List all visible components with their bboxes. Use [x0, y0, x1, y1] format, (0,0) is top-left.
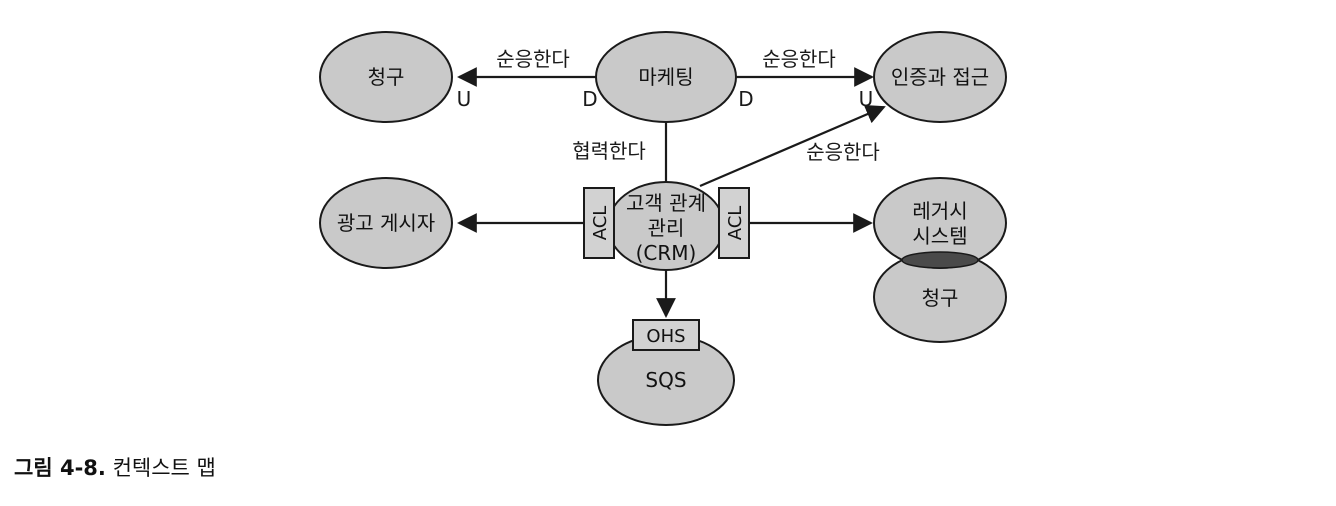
svg-text:청구: 청구: [922, 286, 959, 310]
svg-text:SQS: SQS: [645, 368, 686, 392]
svg-text:OHS: OHS: [646, 326, 685, 347]
svg-text:ACL: ACL: [725, 206, 746, 241]
figure-title: 컨텍스트 맵: [112, 456, 216, 480]
acl-left-box: ACL: [583, 187, 615, 259]
svg-text:인증과 접근: 인증과 접근: [891, 65, 989, 89]
label-partnership: 협력한다: [572, 139, 646, 163]
svg-text:시스템: 시스템: [912, 224, 967, 248]
ohs-box: OHS: [632, 319, 700, 351]
label-upstream-left: U: [457, 87, 472, 111]
label-upstream-right: U: [859, 87, 874, 111]
node-crm: 고객 관계 관리 (CRM): [607, 181, 725, 271]
svg-text:관리: 관리: [648, 216, 685, 240]
svg-text:청구: 청구: [368, 65, 405, 89]
svg-text:광고 게시자: 광고 게시자: [337, 211, 435, 235]
label-downstream-left: D: [582, 87, 597, 111]
edge-crm-to-auth: [699, 104, 886, 188]
svg-text:(CRM): (CRM): [636, 241, 697, 265]
svg-text:고객 관계: 고객 관계: [626, 191, 706, 215]
svg-text:ACL: ACL: [590, 206, 611, 241]
node-legacy-system: 레거시 시스템: [873, 177, 1007, 269]
label-conform-diagonal: 순응한다: [806, 140, 880, 164]
label-conform-right: 순응한다: [762, 47, 836, 71]
legacy-billing-overlap-fill: [901, 251, 979, 269]
node-auth: 인증과 접근: [873, 31, 1007, 123]
svg-text:레거시: 레거시: [912, 199, 967, 223]
node-ads-publisher: 광고 게시자: [319, 177, 453, 269]
node-marketing: 마케팅: [595, 31, 737, 123]
figure-caption: 그림 4-8. 컨텍스트 맵: [14, 452, 216, 482]
node-billing-top: 청구: [319, 31, 453, 123]
svg-text:마케팅: 마케팅: [638, 65, 693, 89]
acl-right-box: ACL: [718, 187, 750, 259]
figure-number: 그림 4-8.: [14, 456, 106, 480]
label-conform-left: 순응한다: [496, 47, 570, 71]
label-downstream-right: D: [738, 87, 753, 111]
